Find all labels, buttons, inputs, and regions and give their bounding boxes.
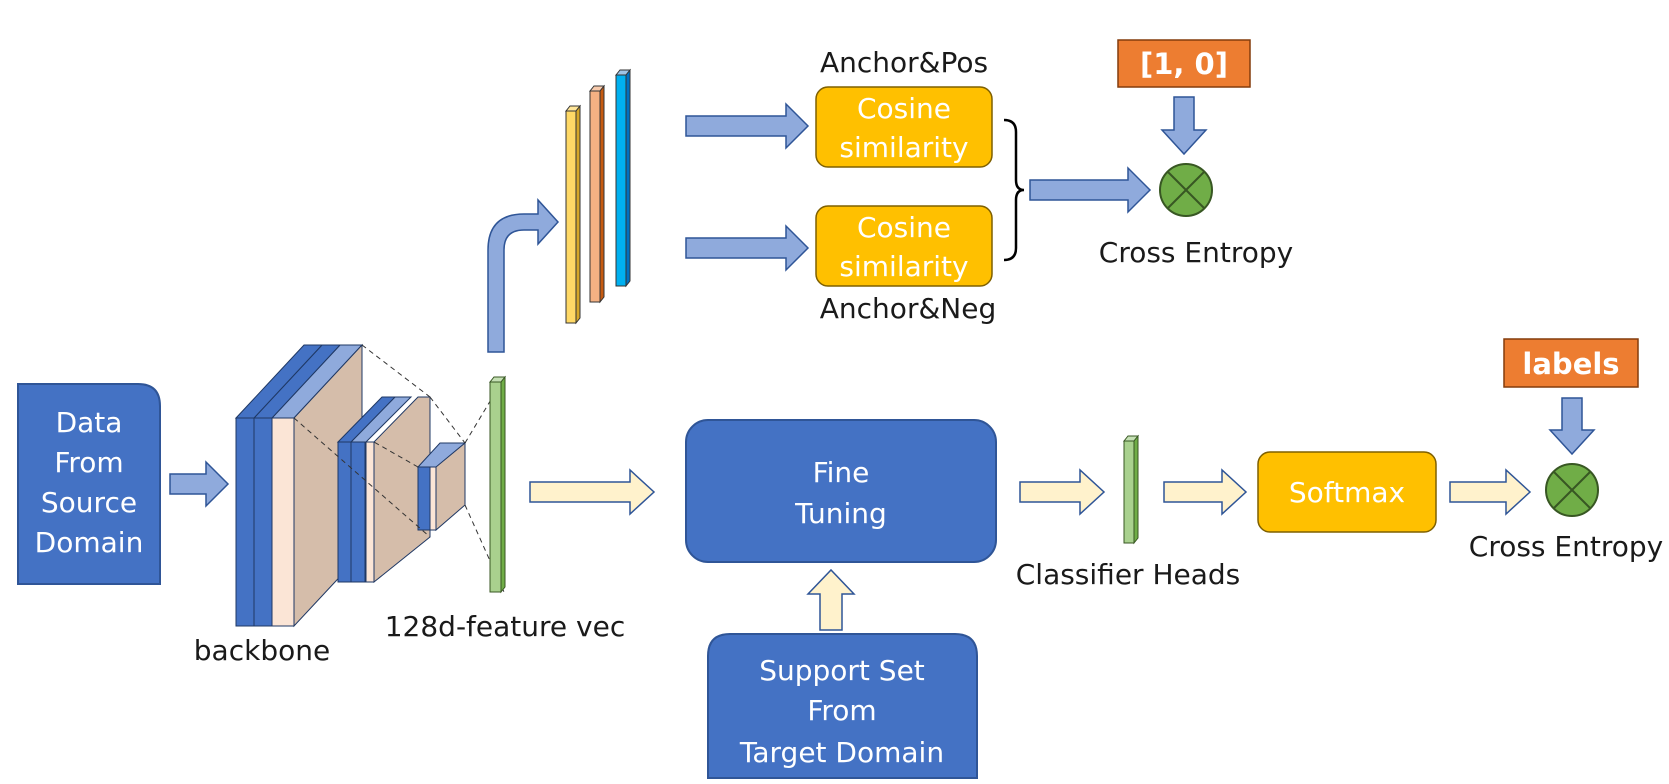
arrow-labels-down xyxy=(1548,397,1596,456)
arrow-feature-to-finetune xyxy=(529,468,656,516)
source-line-1: Data xyxy=(56,406,123,439)
cosine-pos-line-1: Cosine xyxy=(857,92,951,125)
arrow-feature-to-embeddings xyxy=(487,198,560,353)
support-line-2: From xyxy=(807,694,876,727)
source-line-4: Domain xyxy=(35,526,144,559)
arrow-to-cosine-neg xyxy=(685,224,810,272)
anchor-pos-label: Anchor&Pos xyxy=(820,46,988,79)
softmax-label: Softmax xyxy=(1289,476,1405,509)
arrow-source-to-backbone xyxy=(169,460,230,508)
embedding-vectors xyxy=(564,68,632,325)
backbone-icon xyxy=(234,343,505,628)
embedding-vector-cyan xyxy=(614,68,632,288)
cross-entropy-top-label: Cross Entropy xyxy=(1099,236,1293,269)
classifier-head-vector xyxy=(1122,434,1140,545)
arrow-heads-to-softmax xyxy=(1163,468,1248,516)
cosine-box-neg: Cosine similarity xyxy=(815,205,993,287)
cross-entropy-op-top xyxy=(1159,163,1213,217)
support-set-box: Support Set From Target Domain xyxy=(707,633,978,779)
feature-vector xyxy=(488,375,507,594)
arrow-support-up xyxy=(806,568,856,631)
classifier-heads-label: Classifier Heads xyxy=(1016,558,1241,591)
softmax-box: Softmax xyxy=(1257,451,1437,533)
embedding-vector-salmon xyxy=(588,84,606,304)
source-domain-box: Data From Source Domain xyxy=(17,383,161,585)
bracket xyxy=(1003,118,1025,262)
class-labels-text: labels xyxy=(1522,347,1619,381)
cross-entropy-bottom-label: Cross Entropy xyxy=(1469,530,1663,563)
feature-vec-label: 128d-feature vec xyxy=(385,610,626,643)
source-line-3: Source xyxy=(41,486,137,519)
embedding-vector-yellow xyxy=(564,104,582,325)
support-line-3: Target Domain xyxy=(739,736,944,769)
fine-tuning-line-1: Fine xyxy=(813,456,870,489)
cosine-neg-line-2: similarity xyxy=(839,250,968,283)
support-line-1: Support Set xyxy=(759,654,925,687)
arrow-finetune-to-heads xyxy=(1019,468,1106,516)
anchor-neg-label: Anchor&Neg xyxy=(820,292,996,325)
class-labels-tag: labels xyxy=(1503,338,1639,388)
pair-label-tag: [1, 0] xyxy=(1117,39,1251,88)
cosine-pos-line-2: similarity xyxy=(839,131,968,164)
pair-label-text: [1, 0] xyxy=(1140,47,1228,81)
arrow-to-cross-entropy-top xyxy=(1029,166,1152,214)
arrow-pair-label-down xyxy=(1160,96,1208,156)
arrow-softmax-to-cross-entropy xyxy=(1449,468,1532,516)
source-line-2: From xyxy=(54,446,123,479)
cosine-neg-line-1: Cosine xyxy=(857,211,951,244)
arrow-to-cosine-pos xyxy=(685,102,810,150)
cosine-box-pos: Cosine similarity xyxy=(815,86,993,168)
fine-tuning-box: Fine Tuning xyxy=(685,419,997,563)
cross-entropy-op-bottom xyxy=(1545,463,1599,517)
fine-tuning-line-2: Tuning xyxy=(794,497,887,530)
backbone-label: backbone xyxy=(194,634,330,667)
